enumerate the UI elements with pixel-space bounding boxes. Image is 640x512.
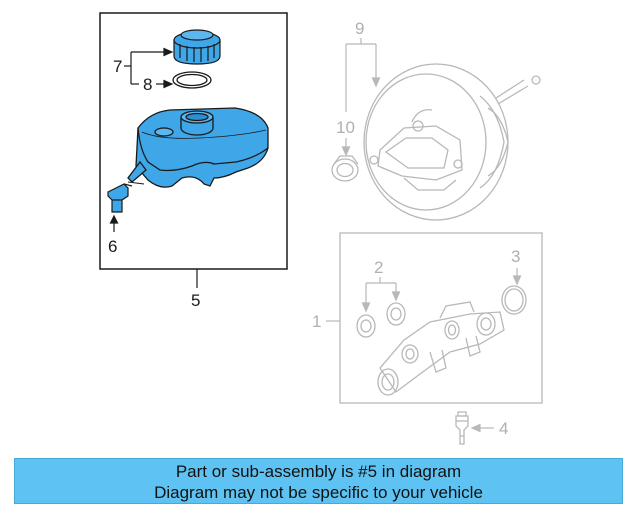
- callout-7-label: 7: [113, 57, 122, 76]
- callout-3-leader: [512, 268, 522, 286]
- master-cylinder-part: [377, 301, 505, 396]
- callout-6-leader: [109, 214, 119, 232]
- callout-4-leader: [470, 423, 494, 433]
- seal-ring-part: [172, 71, 212, 89]
- callout-6-label: 6: [108, 237, 117, 256]
- info-banner: Part or sub-assembly is #5 in diagram Di…: [14, 458, 623, 504]
- reservoir-body-part: [127, 107, 269, 188]
- callout-2-leader: [361, 277, 401, 313]
- level-sensor-part: [107, 183, 133, 213]
- callout-5-label: 5: [191, 291, 200, 310]
- callout-3-label: 3: [511, 247, 520, 266]
- o-ring-part: [501, 285, 527, 315]
- callout-10-label: 10: [336, 118, 355, 137]
- callout-8-label: 8: [143, 75, 152, 94]
- callout-9-leader: [345, 38, 381, 112]
- callout-7-8-leader: [124, 47, 174, 89]
- seals-part: [356, 302, 406, 338]
- callout-10-leader: [341, 138, 351, 157]
- callout-4-label: 4: [499, 419, 508, 438]
- reservoir-cap-part: [173, 29, 221, 65]
- brake-booster-part: [363, 63, 541, 221]
- grommet-part: [331, 155, 359, 182]
- banner-line-1: Part or sub-assembly is #5 in diagram: [175, 462, 462, 481]
- callout-9-label: 9: [355, 19, 364, 38]
- pressure-sensor-part: [455, 411, 469, 445]
- master-cylinder-frame: [339, 232, 543, 404]
- callout-1-label: 1: [312, 312, 321, 331]
- assembly-5-frame: [99, 12, 288, 270]
- banner-line-2: Diagram may not be specific to your vehi…: [154, 483, 483, 502]
- callout-2-label: 2: [374, 258, 383, 277]
